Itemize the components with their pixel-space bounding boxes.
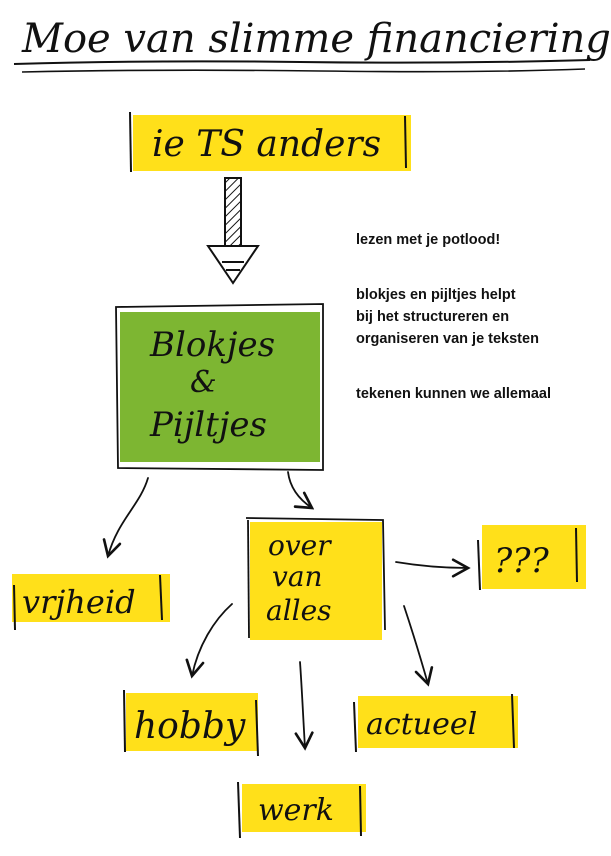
box-actueel-right-stroke <box>511 693 515 749</box>
arrow-to-vrijheid <box>102 477 149 559</box>
box-hobby-left-stroke <box>123 689 126 753</box>
arrow-to-actueel <box>403 605 434 687</box>
box-actueel-fill <box>358 696 518 748</box>
arrow-to-werk <box>294 661 314 751</box>
box-vraagtekens-fill <box>482 525 586 589</box>
box-werk: werk <box>237 781 366 839</box>
box-actueel-label: actueel <box>366 707 477 742</box>
box-vraagtekens: ??? <box>477 525 586 591</box>
title-underline <box>13 59 591 65</box>
box-actueel-left-stroke <box>353 701 357 753</box>
title-underline-2 <box>21 68 586 73</box>
box-blokjes-outline <box>115 303 324 471</box>
page-title: Moe van slimme financiering <box>21 16 611 62</box>
box-blokjes-line1: Blokjes <box>149 325 275 365</box>
box-hobby-label: hobby <box>134 706 246 747</box>
box-werk-left-stroke <box>237 781 241 839</box>
box-vraagtekens-right-stroke <box>575 527 578 583</box>
box-vrijheid: vrjheid <box>12 574 170 631</box>
box-vrijheid-left-stroke <box>13 584 16 631</box>
box-over-line2: van <box>272 560 323 593</box>
box-over-fill <box>250 522 382 640</box>
box-hobby: hobby <box>123 689 259 757</box>
note-blokjes-line1: blokjes en pijltjes helpt <box>356 287 516 303</box>
box-blokjes-fill <box>120 312 320 462</box>
box-iets-anders-left-stroke <box>129 111 132 173</box>
box-vrijheid-label: vrjheid <box>22 583 136 621</box>
arrow-to-over-van-alles <box>287 471 315 510</box>
box-iets-anders-fill <box>133 115 411 171</box>
box-actueel: actueel <box>353 693 518 753</box>
box-hobby-right-stroke <box>255 699 259 757</box>
big-down-arrow-icon <box>206 177 260 285</box>
box-over-van-alles: over van alles <box>245 517 386 640</box>
box-over-line3: alles <box>266 594 332 627</box>
box-werk-right-stroke <box>359 785 362 837</box>
box-iets-anders-label: ie TS anders <box>152 124 381 165</box>
box-vrijheid-fill <box>12 574 170 622</box>
note-lezen: lezen met je potlood! <box>356 232 501 248</box>
box-over-line1: over <box>268 529 332 562</box>
box-over-outline <box>245 517 386 631</box>
arrow-to-vraagtekens <box>395 558 471 578</box>
box-blokjes-line3: Pijltjes <box>149 405 267 445</box>
box-vraagtekens-left-stroke <box>477 539 481 591</box>
connector-arrows <box>102 471 471 751</box>
box-iets-anders: ie TS anders <box>129 111 411 173</box>
box-werk-fill <box>242 784 366 832</box>
box-over-left-stroke <box>247 519 250 639</box>
arrow-to-hobby <box>185 603 233 679</box>
box-iets-anders-right-stroke <box>404 115 407 169</box>
note-blokjes-line2: bij het structureren en <box>356 309 510 325</box>
box-hobby-fill <box>126 693 258 751</box>
note-blokjes-line3: organiseren van je teksten <box>356 331 539 347</box>
note-tekenen: tekenen kunnen we allemaal <box>356 386 552 402</box>
box-blokjes-pijltjes: Blokjes & Pijltjes <box>115 303 324 471</box>
box-werk-label: werk <box>258 793 334 828</box>
box-vrijheid-right-stroke <box>159 574 163 621</box>
box-vraagtekens-label: ??? <box>494 541 549 581</box>
box-blokjes-line2: & <box>190 365 217 400</box>
